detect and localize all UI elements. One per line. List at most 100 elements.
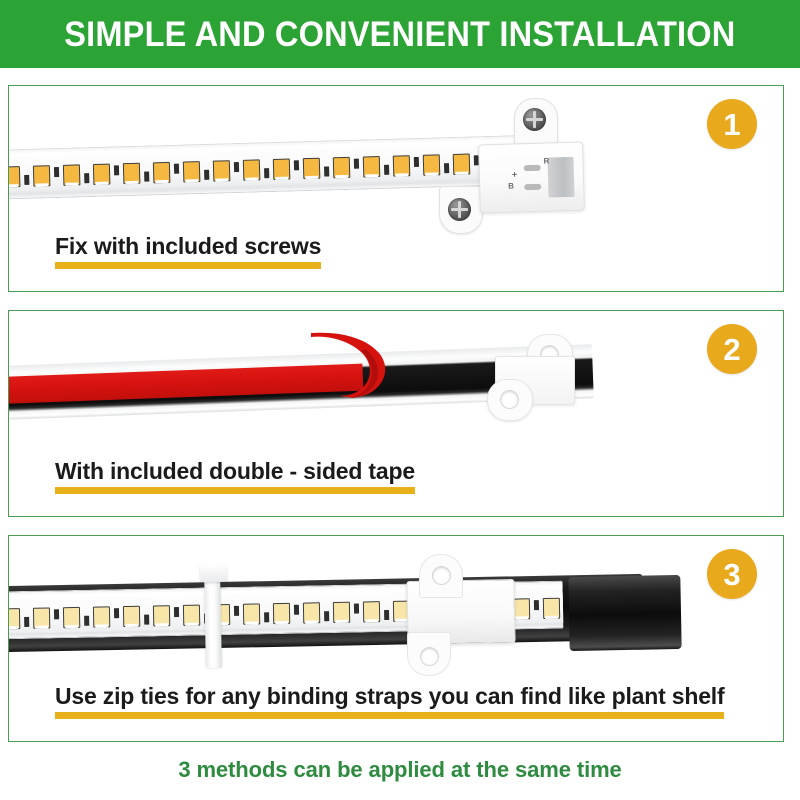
resistor-chip [323, 165, 330, 177]
caption-block-3: Use zip ties for any binding straps you … [55, 682, 725, 719]
resistor-chip [144, 614, 150, 625]
led-unit [242, 602, 273, 625]
led-unit [272, 158, 304, 180]
bracket-screw-hole-top [432, 566, 451, 585]
caption-text-3: Use zip ties for any binding straps you … [55, 682, 725, 709]
resistor-chip [173, 606, 180, 617]
resistor-chip [264, 611, 270, 622]
resistor-chip [84, 615, 90, 626]
led-unit [362, 600, 393, 622]
led-unit [62, 163, 94, 186]
led-chip [9, 165, 21, 188]
step-number: 2 [723, 331, 741, 367]
header-banner: SIMPLE AND CONVENIENT INSTALLATION [0, 0, 800, 68]
resistor-chip [113, 164, 120, 175]
resistor-chip [24, 616, 30, 627]
led-chip [272, 158, 291, 180]
resistor-chip [353, 603, 360, 614]
led-chip [512, 597, 531, 620]
led-chip [332, 156, 351, 178]
led-unit [512, 597, 543, 620]
led-unit [62, 606, 93, 628]
mounting-bracket-top [514, 98, 558, 146]
led-unit [362, 155, 394, 177]
terminal-label-red: R [543, 156, 550, 166]
step-badge-2: 2 [707, 324, 757, 374]
led-chip [362, 600, 381, 622]
installation-method-panel-2: 2 With included double - sided tape [8, 310, 784, 517]
led-chip [152, 161, 171, 183]
solder-pad-red [523, 164, 541, 172]
led-chip [152, 604, 171, 626]
led-unit [182, 160, 214, 183]
led-chip [242, 602, 261, 625]
led-chip [122, 162, 141, 184]
resistor-chip [24, 174, 30, 185]
led-unit [92, 163, 124, 185]
led-unit [272, 602, 303, 624]
resistor-chip [324, 610, 330, 621]
resistor-chip [384, 609, 390, 620]
screw-icon [448, 198, 471, 221]
led-chip [32, 606, 51, 629]
resistor-chip [264, 167, 270, 178]
led-unit [9, 607, 33, 629]
led-chip [332, 601, 351, 623]
led-unit [332, 601, 363, 623]
resistor-chip [353, 158, 360, 169]
led-unit [122, 605, 153, 627]
led-chip [92, 605, 111, 628]
led-unit [122, 162, 154, 184]
caption-block-2: With included double - sided tape [55, 457, 415, 494]
zip-tie-strap [204, 571, 222, 669]
led-chip [182, 160, 201, 183]
led-chip [422, 153, 441, 176]
step-badge-1: 1 [707, 99, 757, 149]
caption-text-1: Fix with included screws [55, 232, 322, 259]
bracket-screw-hole-bottom [500, 390, 519, 409]
led-unit [302, 601, 333, 624]
resistor-chip [533, 599, 540, 610]
led-chip [62, 606, 81, 628]
black-pipe-end [568, 574, 682, 652]
strip-end-connector: R B + [478, 141, 585, 214]
led-chip [272, 602, 291, 624]
led-unit [92, 605, 123, 628]
resistor-chip [443, 162, 450, 173]
resistor-chip [233, 605, 240, 616]
caption-text-2: With included double - sided tape [55, 457, 415, 484]
led-chip [92, 163, 111, 185]
resistor-chip [413, 156, 420, 167]
resistor-chip [293, 604, 300, 615]
resistor-chip [53, 608, 60, 619]
led-chip [62, 163, 81, 186]
led-unit [152, 604, 183, 626]
resistor-chip [293, 159, 300, 170]
resistor-chip [383, 164, 390, 175]
led-unit [392, 154, 424, 177]
resistor-chip [233, 161, 240, 172]
led-unit [332, 156, 364, 178]
step-number: 1 [723, 106, 741, 142]
terminal-label-black: B [508, 181, 515, 191]
bracket-tab-bottom [407, 632, 451, 676]
resistor-chip [84, 172, 90, 183]
resistor-chip [53, 166, 60, 177]
mounting-bracket-2 [487, 334, 605, 421]
led-unit [9, 165, 33, 188]
caption-underline-2 [55, 487, 415, 494]
step-badge-3: 3 [707, 549, 757, 599]
zip-tie-head [199, 563, 228, 583]
caption-underline-3 [55, 712, 725, 719]
connector-window [547, 156, 575, 198]
tape-liner-curl [311, 332, 386, 398]
led-chip [9, 607, 21, 629]
led-unit [302, 157, 334, 179]
led-chip [362, 155, 381, 177]
led-unit [242, 158, 274, 181]
resistor-chip [113, 607, 120, 618]
terminal-label-positive: + [511, 169, 518, 180]
led-chip [32, 164, 51, 187]
led-unit [152, 161, 184, 183]
